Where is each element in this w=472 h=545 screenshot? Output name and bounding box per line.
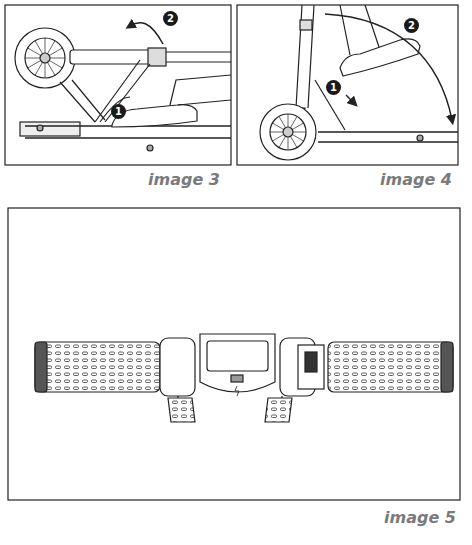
- callout-number: 1: [111, 104, 126, 119]
- panel-frame: [237, 5, 458, 165]
- panel-frame: [8, 208, 460, 500]
- callout-number: 2: [404, 18, 419, 33]
- figure-caption: image 5: [384, 508, 456, 527]
- callout-number: 2: [163, 11, 178, 26]
- figure-caption: image 4: [380, 170, 452, 189]
- figure-caption: image 3: [148, 170, 220, 189]
- callout-number: 1: [326, 80, 341, 95]
- upright-scooter: [260, 5, 458, 160]
- handlebar: [35, 334, 453, 422]
- panel-frame: [5, 5, 231, 165]
- folded-scooter: [15, 23, 231, 151]
